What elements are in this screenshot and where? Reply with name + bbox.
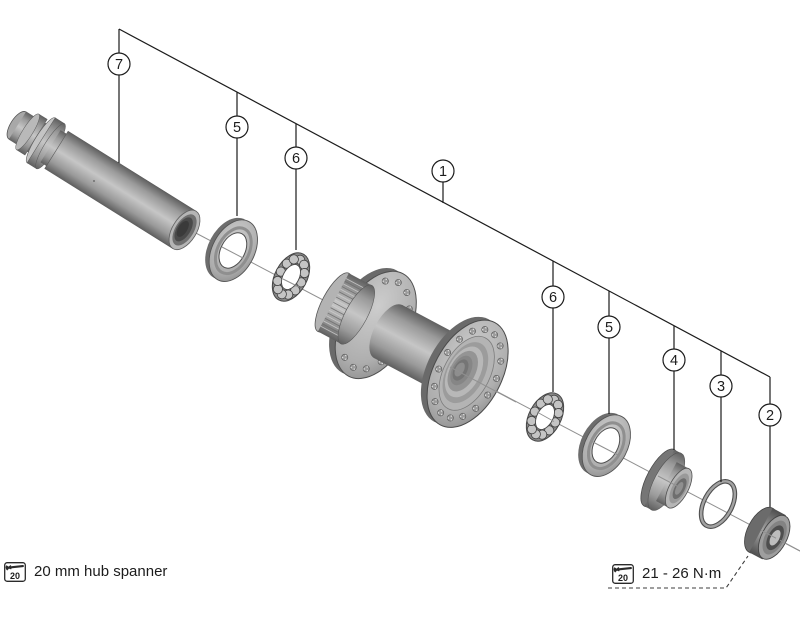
part-axle [6, 111, 201, 251]
svg-text:1: 1 [439, 164, 447, 180]
part-o-ring [698, 479, 738, 529]
torque-note-dashed-pointer [608, 555, 749, 589]
svg-text:20: 20 [618, 573, 628, 583]
svg-text:3: 3 [717, 379, 725, 395]
disc-mount-spline-ring [314, 272, 375, 345]
spanner-tool-20-icon: 20 [612, 564, 634, 584]
part-washer-right [566, 403, 642, 487]
callout-2: 2 [758, 403, 782, 427]
callout-6-left: 6 [284, 146, 308, 170]
hub-bore-recess [438, 335, 495, 411]
callout-3: 3 [709, 374, 733, 398]
callout-leader-lines [118, 28, 771, 507]
svg-text:5: 5 [605, 320, 613, 336]
callout-6-right: 6 [541, 285, 565, 309]
callout-7: 7 [107, 52, 131, 76]
callout-5-left: 5 [225, 115, 249, 139]
svg-text:4: 4 [670, 353, 678, 369]
callout-5-right: 5 [597, 315, 621, 339]
part-cone [640, 448, 693, 511]
note-hub-spanner: 20 20 mm hub spanner [4, 562, 167, 582]
svg-text:5: 5 [233, 120, 241, 136]
svg-text:6: 6 [292, 151, 300, 167]
note-hub-spanner-text: 20 mm hub spanner [34, 563, 168, 580]
svg-text:20: 20 [10, 571, 20, 581]
callout-1: 1 [431, 159, 455, 183]
part-hub-body [314, 268, 509, 428]
svg-text:6: 6 [549, 290, 557, 306]
part-bearing-retainer-left [264, 245, 318, 309]
axle-surface-dot [93, 180, 95, 182]
callout-4: 4 [662, 348, 686, 372]
note-torque: 20 21 - 26 N·m [612, 564, 721, 584]
spanner-tool-20-icon: 20 [4, 562, 26, 582]
axis-centerline-overlays [221, 246, 800, 552]
svg-text:2: 2 [766, 408, 774, 424]
svg-text:7: 7 [115, 57, 123, 73]
note-torque-text: 21 - 26 N·m [642, 565, 722, 582]
part-washer-left [193, 208, 269, 292]
